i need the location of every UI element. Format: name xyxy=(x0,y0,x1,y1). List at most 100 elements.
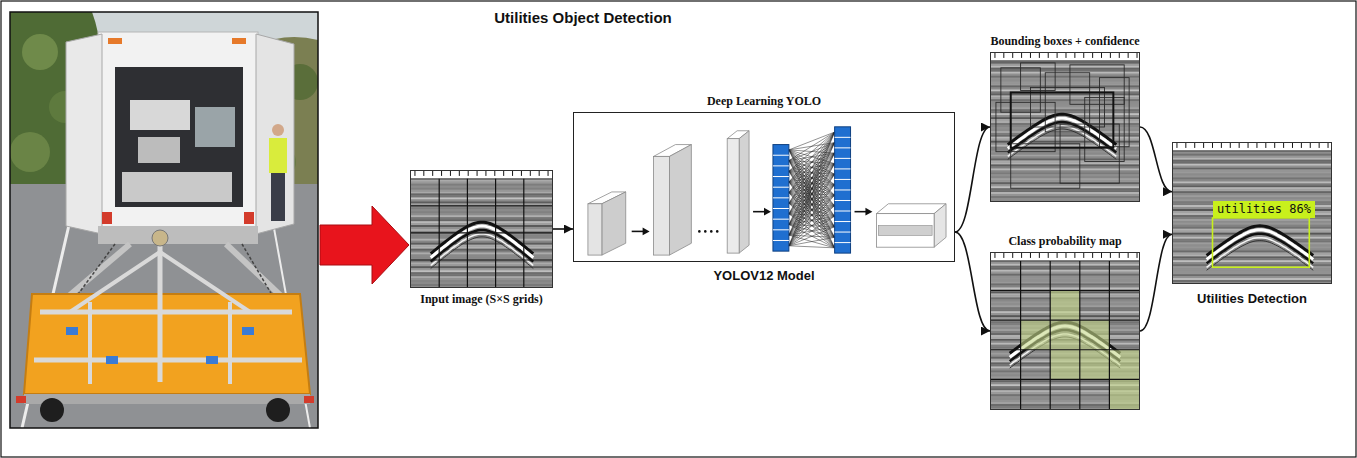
input-image-art xyxy=(485,171,486,176)
bounding-box-image-art xyxy=(1119,53,1120,58)
detection-image-art xyxy=(1207,226,1314,270)
detection-image-art xyxy=(1173,189,1331,191)
yolo-model-box-art xyxy=(574,113,954,261)
flow-arrow xyxy=(553,228,573,230)
class-map-image-art xyxy=(991,282,1139,284)
survey-vehicle-photo xyxy=(10,132,50,172)
yolo-model-box-art xyxy=(789,132,835,248)
bounding-box-image-art xyxy=(991,53,1139,201)
box-heading: Deep Learning YOLO xyxy=(707,94,821,109)
survey-vehicle-photo xyxy=(66,327,78,335)
class-map-image: Class probability map xyxy=(990,252,1140,410)
detection-image-art xyxy=(1248,143,1249,148)
class-map-image-art xyxy=(991,320,1139,321)
input-image-art xyxy=(411,205,552,206)
detection-image-art xyxy=(1173,162,1331,164)
yolo-model-box-art xyxy=(643,227,650,235)
class-map-image-art xyxy=(1128,253,1129,258)
yolo-model-box-art xyxy=(789,132,835,246)
input-image-art xyxy=(530,171,531,176)
bounding-box-image-art xyxy=(991,168,1139,170)
detection-image-art xyxy=(1292,143,1293,148)
bounding-box-image-art xyxy=(991,190,1139,192)
bounding-box-image-art xyxy=(1092,53,1093,58)
survey-vehicle-photo xyxy=(98,226,258,244)
yolo-model-box-art xyxy=(835,211,851,212)
model-name: YOLOV12 Model xyxy=(713,268,814,283)
yolo-model-box-art xyxy=(588,127,946,255)
class-map-image-art xyxy=(1050,320,1080,350)
detection-image-art xyxy=(1283,143,1284,148)
detection-image-art xyxy=(1173,150,1331,151)
bounding-box-image-art xyxy=(1083,53,1084,58)
input-image-art xyxy=(512,171,513,176)
survey-vehicle-photo xyxy=(24,294,310,394)
detection-image-art xyxy=(1173,178,1331,180)
yolo-model-box-art xyxy=(710,230,713,233)
detection-image-art xyxy=(1173,191,1331,193)
input-image-art xyxy=(411,245,552,247)
class-map-image-art xyxy=(1119,253,1120,258)
survey-vehicle-photo xyxy=(34,358,302,363)
detection-image-art xyxy=(1256,143,1257,148)
yolo-model-box-art xyxy=(789,171,835,248)
class-map-image-art xyxy=(991,284,1139,286)
yolo-model-box-art xyxy=(835,158,851,159)
survey-vehicle-photo xyxy=(115,67,243,207)
yolo-model-box-art xyxy=(876,214,934,248)
detection-image-art xyxy=(1173,174,1331,176)
survey-vehicle-photo xyxy=(138,137,180,163)
detection-image-art xyxy=(1221,143,1222,148)
input-image-art xyxy=(411,209,552,211)
yolo-model-box-art xyxy=(773,208,789,209)
bounding-box-image-art xyxy=(991,99,1139,101)
yolo-model-box-art xyxy=(789,174,835,246)
red-arrow xyxy=(320,206,409,284)
input-image-art xyxy=(494,171,495,176)
class-map-image-art xyxy=(1020,261,1021,409)
survey-vehicle-photo xyxy=(40,398,64,422)
input-image-art xyxy=(411,280,552,282)
input-image-art xyxy=(411,247,552,249)
yolo-model-box-art xyxy=(773,165,789,166)
input-image-art xyxy=(411,243,552,245)
bounding-box-image-art xyxy=(991,172,1139,174)
input-image-art xyxy=(411,278,552,280)
bounding-box-image-art xyxy=(1003,53,1004,58)
input-image-art xyxy=(431,234,534,266)
yolo-model-box-art xyxy=(865,208,872,216)
yolo-model-box-art xyxy=(934,204,946,247)
detection-image-art xyxy=(1185,143,1186,148)
bounding-box-image-art xyxy=(991,184,1139,186)
input-image-art xyxy=(411,239,552,241)
class-map-image-art xyxy=(991,349,1139,350)
class-map-image-art xyxy=(1021,253,1022,258)
class-map-image-art xyxy=(1030,253,1031,258)
input-image-art xyxy=(411,211,552,213)
input-image-art xyxy=(414,171,415,176)
bounding-box-image-art xyxy=(1008,114,1117,159)
detection-image-art xyxy=(1328,143,1329,148)
bounding-box-image-art xyxy=(1070,65,1124,104)
bounding-box-image-art xyxy=(991,109,1139,111)
detection-image-art xyxy=(1173,160,1331,162)
bounding-box-image-art xyxy=(991,90,1139,92)
yolo-model-box-art xyxy=(574,113,954,261)
detection-image-art xyxy=(1173,278,1331,280)
bounding-box-image-art xyxy=(1060,124,1119,183)
detection-image-art xyxy=(1173,221,1331,223)
yolo-model-box-art xyxy=(773,240,789,241)
input-image-art xyxy=(441,171,442,176)
yolo-model-box: Deep Learning YOLOYOLOV12 Model xyxy=(573,112,955,262)
yolo-model-box-art xyxy=(835,168,851,169)
input-image-art xyxy=(411,232,552,233)
bounding-box-image-art xyxy=(991,174,1139,176)
flow-arrow xyxy=(1140,127,1172,192)
input-image-art xyxy=(411,179,552,287)
yolo-model-box-art xyxy=(789,182,835,248)
class-map-image-art xyxy=(991,272,1139,274)
input-image-art xyxy=(411,207,552,209)
detection-image-art xyxy=(1173,197,1331,199)
survey-vehicle-photo xyxy=(22,34,58,70)
class-map-image-art xyxy=(994,253,995,258)
